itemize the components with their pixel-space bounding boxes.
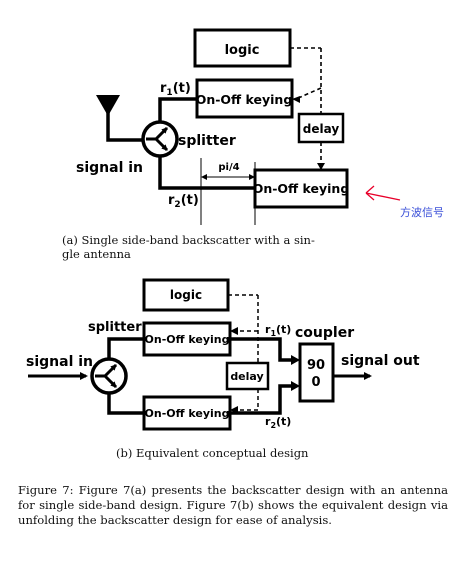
splitter-label-b: splitter	[88, 320, 142, 335]
logic-box-b	[142, 278, 230, 312]
annotation-arrow-a	[365, 185, 401, 201]
splitter-label-a: splitter	[178, 133, 236, 149]
signal-in-label-a: signal in	[76, 160, 143, 176]
r2-label-b: r2(t)	[265, 415, 291, 430]
subcaption-a: (a) Single side-band backscatter with a …	[62, 233, 362, 261]
onoff-top-label-a: On-Off keying	[196, 92, 293, 107]
coupler-value-line2: 0	[311, 375, 320, 390]
wire-r1-b	[230, 337, 292, 362]
subcaption-b: (b) Equivalent conceptual design	[116, 446, 309, 460]
delay-label-a: delay	[303, 122, 340, 136]
diagram-a: logic On-Off keying delay On-Off keying …	[76, 28, 444, 225]
control-lines-a	[290, 47, 322, 164]
antenna-feed-a	[106, 112, 142, 142]
coupler-box-b	[298, 342, 335, 403]
diagram-b: logic On-Off keying delay On-Off keying …	[26, 278, 420, 431]
coupler-value-line1: 90	[307, 358, 325, 373]
onoff-top-box-a	[195, 78, 294, 119]
arrow-to-onoff-top-b	[230, 327, 238, 335]
logic-box-a	[193, 28, 292, 68]
wire-bottom-b	[107, 393, 144, 415]
logic-label-a: logic	[225, 43, 260, 58]
wire-r2-a	[158, 156, 255, 190]
coupler-label-b: coupler	[295, 325, 354, 341]
pi4-label: pi/4	[218, 162, 239, 173]
annotation-label-a: 方波信号	[400, 205, 444, 219]
subcaption-a-line2: gle antenna	[62, 247, 131, 261]
logic-label-b: logic	[170, 288, 202, 302]
wire-r2-b	[230, 384, 292, 415]
antenna-icon	[96, 95, 120, 116]
subcaption-a-line1: (a) Single side-band backscatter with a …	[62, 233, 315, 247]
figure-caption: Figure 7: Figure 7(a) presents the backs…	[18, 483, 448, 527]
signal-out-label-b: signal out	[341, 353, 420, 369]
r1-label-b: r1(t)	[265, 323, 291, 338]
wire-r1-a	[158, 97, 197, 122]
r1-label-a: r1(t)	[160, 81, 191, 98]
control-lines-b	[228, 294, 259, 411]
onoff-bottom-label-b: On-Off keying	[145, 407, 230, 420]
signal-in-label-b: signal in	[26, 354, 93, 370]
onoff-bottom-label-a: On-Off keying	[253, 181, 350, 196]
r2-label-a: r2(t)	[168, 193, 199, 210]
arrow-to-onoff-bottom-a	[317, 163, 325, 170]
onoff-top-label-b: On-Off keying	[145, 333, 230, 346]
delay-box-b	[225, 361, 270, 391]
wire-top-b	[107, 337, 144, 359]
arrow-to-onoff-top-a	[292, 96, 300, 103]
delay-label-b: delay	[230, 370, 263, 383]
